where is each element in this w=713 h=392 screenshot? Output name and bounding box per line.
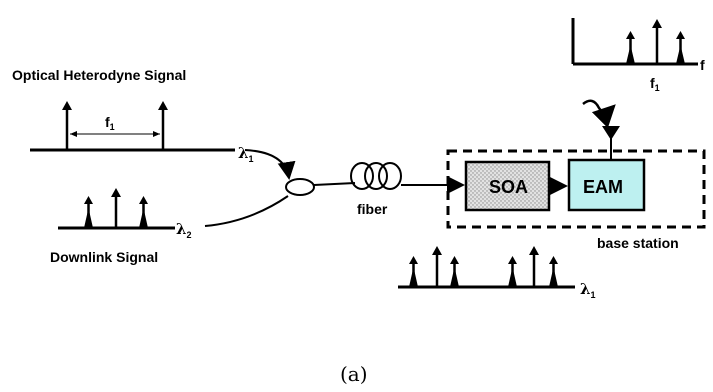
soa-label: SOA <box>489 177 528 197</box>
eam-label: EAM <box>583 177 623 197</box>
antenna-icon <box>582 99 620 160</box>
rf-f1-label: f1 <box>650 75 660 93</box>
downlink-signal: λ2 Downlink Signal <box>50 188 192 265</box>
f1-label: f1 <box>105 114 115 132</box>
fiber-coil: fiber <box>350 162 465 217</box>
lambda1-label: λ1 <box>238 144 254 164</box>
coupler <box>204 149 356 227</box>
coupler-icon <box>285 178 315 196</box>
fiber-label: fiber <box>357 201 388 217</box>
output-lambda-label: λ1 <box>580 280 596 300</box>
rf-axis-label: f <box>700 57 705 73</box>
lambda2-label: λ2 <box>176 220 192 240</box>
figure-caption: (a) <box>340 362 368 386</box>
soa-box <box>464 160 551 212</box>
downlink-title: Downlink Signal <box>50 249 158 265</box>
base-station: SOA EAM base station <box>446 149 706 251</box>
output-spectrum: λ1 <box>398 246 596 300</box>
rf-spectrum: f f1 <box>571 18 705 93</box>
heterodyne-title: Optical Heterodyne Signal <box>12 67 186 83</box>
heterodyne-signal: Optical Heterodyne Signal f1 λ1 <box>12 67 254 164</box>
base-station-label: base station <box>597 235 679 251</box>
eam-box <box>567 158 646 212</box>
